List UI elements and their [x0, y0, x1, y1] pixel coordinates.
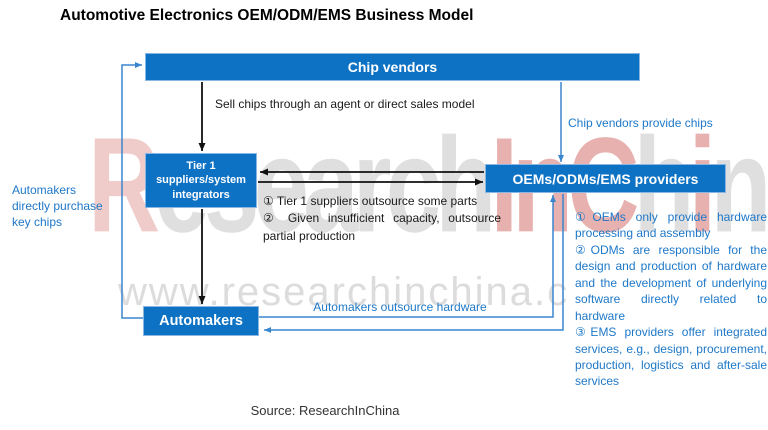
node-chip-vendors: Chip vendors	[145, 53, 640, 81]
node-tier1-suppliers: Tier 1 suppliers/system integrators	[145, 153, 257, 208]
label-sell-chips: Sell chips through an agent or direct sa…	[215, 97, 475, 111]
label-chip-vendors-provide-chips: Chip vendors provide chips	[568, 116, 713, 130]
label-automakers-purchase-chips: Automakers directly purchase key chips	[12, 183, 103, 230]
note-item: ① Tier 1 suppliers outsource some parts	[263, 194, 478, 208]
label-automakers-outsource-hardware: Automakers outsource hardware	[313, 300, 487, 314]
note-item: ①OEMs only provide hardware processing a…	[575, 210, 767, 241]
arrow-automakers-to-chipvendors	[121, 62, 143, 319]
node-oems-odms-ems: OEMs/ODMs/EMS providers	[485, 164, 726, 193]
arrow-automakers-to-oems	[259, 195, 556, 318]
node-automakers: Automakers	[143, 306, 259, 336]
tier1-outsourcing-notes: ① Tier 1 suppliers outsource some parts …	[263, 193, 501, 245]
page-title: Automotive Electronics OEM/ODM/EMS Busin…	[60, 7, 474, 24]
note-item: ②ODMs are responsible for the design and…	[575, 242, 767, 323]
oem-odm-ems-definitions: ①OEMs only provide hardware processing a…	[575, 209, 767, 390]
arrow-oems-to-automakers	[264, 194, 564, 333]
note-item: ③EMS providers offer integrated services…	[575, 325, 767, 389]
note-item: ② Given insufficient capacity, outsource…	[263, 211, 501, 243]
source-caption: Source: ResearchInChina	[250, 403, 400, 418]
